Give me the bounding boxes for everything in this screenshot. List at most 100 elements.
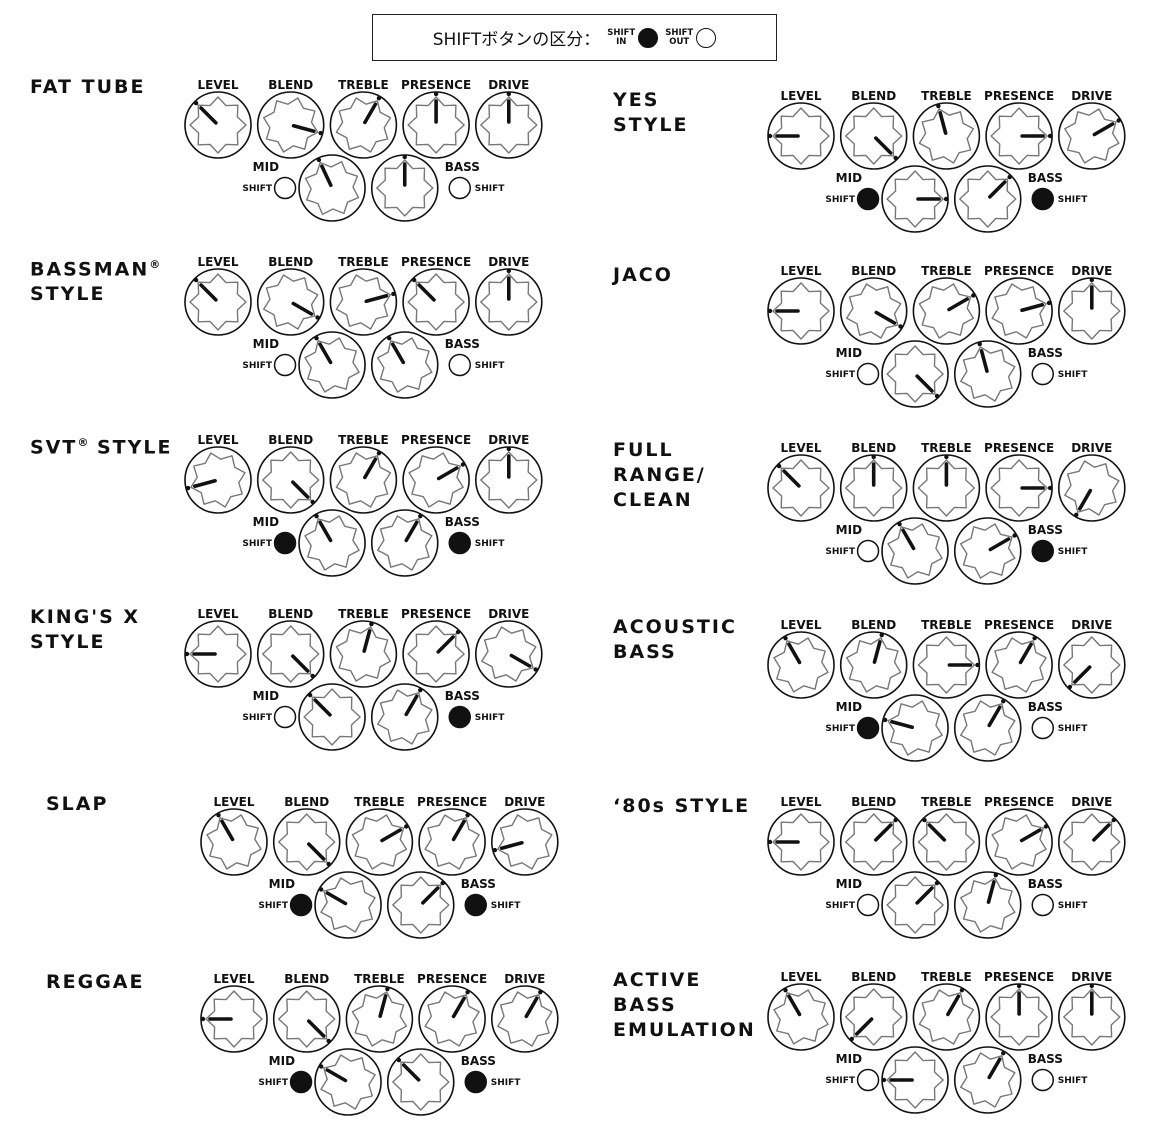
preset-6-treble-knob[interactable] <box>345 985 414 1053</box>
preset-8-blend-knob[interactable] <box>839 277 908 345</box>
preset-10-blend-knob[interactable] <box>839 631 908 699</box>
preset-6-bass-knob[interactable] <box>386 1048 455 1116</box>
preset-4-blend-knob[interactable] <box>256 620 325 688</box>
preset-7-mid-shift-button[interactable] <box>856 187 880 211</box>
preset-12-mid-knob[interactable] <box>881 1046 949 1114</box>
preset-4-bass-shift-button[interactable] <box>448 705 471 729</box>
preset-11-mid-shift-button[interactable] <box>856 893 880 917</box>
preset-5-bass-knob[interactable] <box>386 871 455 939</box>
preset-3-presence-knob[interactable] <box>402 446 470 514</box>
preset-2-mid-knob[interactable] <box>298 331 366 399</box>
preset-2-blend-knob[interactable] <box>256 268 325 336</box>
preset-8-mid-shift-button[interactable] <box>856 362 880 386</box>
preset-8-level-knob[interactable] <box>767 277 835 345</box>
preset-2-drive-knob[interactable] <box>474 268 543 336</box>
preset-10-treble-knob[interactable] <box>912 631 981 699</box>
preset-4-bass-knob[interactable] <box>370 683 439 751</box>
preset-11-bass-knob[interactable] <box>953 871 1022 939</box>
preset-12-level-knob[interactable] <box>767 983 835 1051</box>
preset-1-bass-shift-button[interactable] <box>448 176 471 200</box>
preset-1-mid-knob[interactable] <box>298 154 366 222</box>
preset-10-mid-knob[interactable] <box>881 694 949 762</box>
preset-6-blend-knob[interactable] <box>272 985 341 1053</box>
preset-6-presence-knob[interactable] <box>418 985 486 1053</box>
preset-9-drive-knob[interactable] <box>1057 454 1126 522</box>
preset-7-mid-knob[interactable] <box>881 165 949 233</box>
preset-3-bass-shift-button[interactable] <box>448 531 471 555</box>
preset-5-mid-knob[interactable] <box>314 871 382 939</box>
preset-7-presence-knob[interactable] <box>985 102 1053 170</box>
preset-11-level-knob[interactable] <box>767 808 835 876</box>
preset-12-bass-shift-button[interactable] <box>1031 1068 1054 1092</box>
preset-12-presence-knob[interactable] <box>985 983 1053 1051</box>
preset-9-bass-knob[interactable] <box>953 517 1022 585</box>
preset-5-drive-knob[interactable] <box>490 808 559 876</box>
preset-11-drive-knob[interactable] <box>1057 808 1126 876</box>
preset-2-presence-knob[interactable] <box>402 268 470 336</box>
preset-5-bass-shift-button[interactable] <box>464 893 487 917</box>
preset-4-mid-knob[interactable] <box>298 683 366 751</box>
preset-7-treble-knob[interactable] <box>912 102 981 170</box>
preset-4-level-knob[interactable] <box>184 620 252 688</box>
preset-2-treble-knob[interactable] <box>329 268 398 336</box>
preset-3-mid-knob[interactable] <box>298 509 366 577</box>
preset-11-treble-knob[interactable] <box>912 808 981 876</box>
preset-10-bass-knob[interactable] <box>953 694 1022 762</box>
preset-8-bass-knob[interactable] <box>953 340 1022 408</box>
preset-9-treble-knob[interactable] <box>912 454 981 522</box>
preset-10-mid-shift-button[interactable] <box>856 716 880 740</box>
preset-3-level-knob[interactable] <box>184 446 252 514</box>
preset-12-bass-knob[interactable] <box>953 1046 1022 1114</box>
preset-7-bass-shift-button[interactable] <box>1031 187 1054 211</box>
preset-1-drive-knob[interactable] <box>474 91 543 159</box>
preset-9-presence-knob[interactable] <box>985 454 1053 522</box>
preset-1-mid-shift-button[interactable] <box>273 176 297 200</box>
preset-11-mid-knob[interactable] <box>881 871 949 939</box>
preset-10-bass-shift-button[interactable] <box>1031 716 1054 740</box>
preset-1-presence-knob[interactable] <box>402 91 470 159</box>
preset-6-mid-shift-button[interactable] <box>289 1070 313 1094</box>
preset-11-presence-knob[interactable] <box>985 808 1053 876</box>
preset-10-presence-knob[interactable] <box>985 631 1053 699</box>
preset-7-drive-knob[interactable] <box>1057 102 1126 170</box>
preset-2-bass-shift-button[interactable] <box>448 353 471 377</box>
preset-7-blend-knob[interactable] <box>839 102 908 170</box>
preset-7-bass-knob[interactable] <box>953 165 1022 233</box>
preset-1-level-knob[interactable] <box>184 91 252 159</box>
preset-5-blend-knob[interactable] <box>272 808 341 876</box>
preset-5-presence-knob[interactable] <box>418 808 486 876</box>
preset-8-presence-knob[interactable] <box>985 277 1053 345</box>
preset-1-bass-knob[interactable] <box>370 154 439 222</box>
preset-8-bass-shift-button[interactable] <box>1031 362 1054 386</box>
preset-3-drive-knob[interactable] <box>474 446 543 514</box>
preset-9-level-knob[interactable] <box>767 454 835 522</box>
preset-4-presence-knob[interactable] <box>402 620 470 688</box>
preset-9-mid-knob[interactable] <box>881 517 949 585</box>
preset-8-mid-knob[interactable] <box>881 340 949 408</box>
preset-1-treble-knob[interactable] <box>329 91 398 159</box>
preset-4-drive-knob[interactable] <box>474 620 543 688</box>
preset-5-mid-shift-button[interactable] <box>289 893 313 917</box>
preset-12-drive-knob[interactable] <box>1057 983 1126 1051</box>
preset-5-treble-knob[interactable] <box>345 808 414 876</box>
preset-3-blend-knob[interactable] <box>256 446 325 514</box>
preset-5-level-knob[interactable] <box>200 808 268 876</box>
preset-6-level-knob[interactable] <box>200 985 268 1053</box>
preset-3-bass-knob[interactable] <box>370 509 439 577</box>
preset-4-mid-shift-button[interactable] <box>273 705 297 729</box>
preset-10-level-knob[interactable] <box>767 631 835 699</box>
preset-6-bass-shift-button[interactable] <box>464 1070 487 1094</box>
preset-12-mid-shift-button[interactable] <box>856 1068 880 1092</box>
preset-2-bass-knob[interactable] <box>370 331 439 399</box>
preset-2-mid-shift-button[interactable] <box>273 353 297 377</box>
preset-8-treble-knob[interactable] <box>912 277 981 345</box>
preset-11-blend-knob[interactable] <box>839 808 908 876</box>
preset-12-treble-knob[interactable] <box>912 983 981 1051</box>
preset-3-treble-knob[interactable] <box>329 446 398 514</box>
preset-10-drive-knob[interactable] <box>1057 631 1126 699</box>
preset-1-blend-knob[interactable] <box>256 91 325 159</box>
preset-8-drive-knob[interactable] <box>1057 277 1126 345</box>
preset-4-treble-knob[interactable] <box>329 620 398 688</box>
preset-11-bass-shift-button[interactable] <box>1031 893 1054 917</box>
preset-7-level-knob[interactable] <box>767 102 835 170</box>
